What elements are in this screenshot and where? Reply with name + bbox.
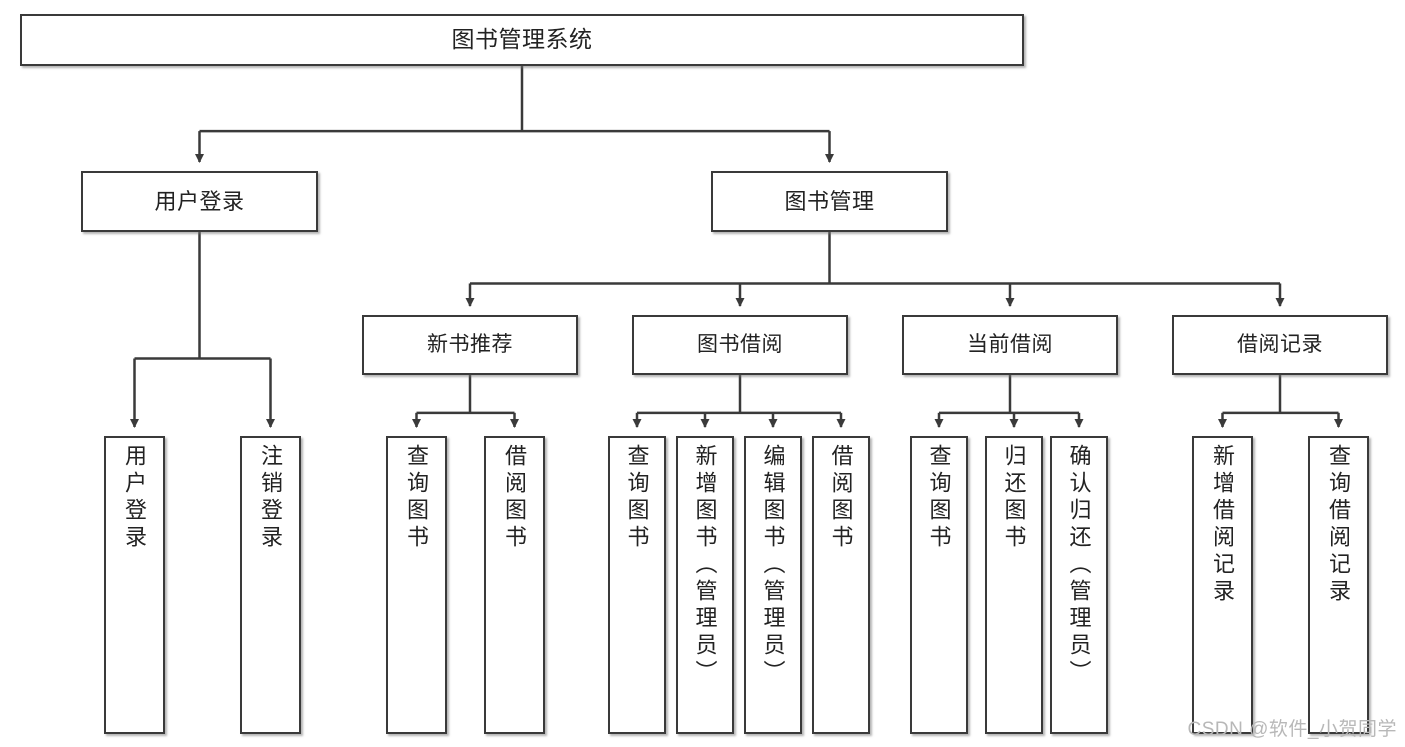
node-label: 用户登录 <box>122 444 148 552</box>
node-label: 查询图书 <box>404 444 430 552</box>
node-leaf-edit-book[interactable]: 编辑图书（管理员） <box>744 436 802 734</box>
node-label: 归还图书 <box>1001 444 1027 552</box>
node-label: 编辑图书（管理员） <box>760 444 786 687</box>
node-label: 当前借阅 <box>967 332 1053 356</box>
node-label: 图书管理 <box>784 188 875 214</box>
node-book-borrow[interactable]: 图书借阅 <box>632 315 848 375</box>
node-label: 注销登录 <box>258 444 284 552</box>
node-label: 用户登录 <box>154 188 245 214</box>
node-book-manage[interactable]: 图书管理 <box>711 171 948 232</box>
node-label: 借阅图书 <box>502 444 528 552</box>
node-label: 查询借阅记录 <box>1326 444 1352 606</box>
node-label: 新增借阅记录 <box>1210 444 1236 606</box>
node-label: 确认归还（管理员） <box>1066 444 1092 687</box>
node-label: 借阅图书 <box>828 444 854 552</box>
node-leaf-add-book[interactable]: 新增图书（管理员） <box>676 436 734 734</box>
node-leaf-add-record[interactable]: 新增借阅记录 <box>1192 436 1253 734</box>
node-current-borrow[interactable]: 当前借阅 <box>902 315 1118 375</box>
node-user-login[interactable]: 用户登录 <box>81 171 318 232</box>
node-leaf-query-book-2[interactable]: 查询图书 <box>608 436 666 734</box>
node-leaf-return-book[interactable]: 归还图书 <box>985 436 1043 734</box>
node-leaf-logout[interactable]: 注销登录 <box>240 436 301 734</box>
node-leaf-borrow-book-1[interactable]: 借阅图书 <box>484 436 545 734</box>
node-label: 新书推荐 <box>427 332 513 356</box>
node-leaf-query-book-3[interactable]: 查询图书 <box>910 436 968 734</box>
node-label: 图书借阅 <box>697 332 783 356</box>
node-leaf-borrow-book-2[interactable]: 借阅图书 <box>812 436 870 734</box>
node-root[interactable]: 图书管理系统 <box>20 14 1024 66</box>
node-leaf-user-login[interactable]: 用户登录 <box>104 436 165 734</box>
node-borrow-record[interactable]: 借阅记录 <box>1172 315 1388 375</box>
watermark-text: CSDN @软件_小贺同学 <box>1187 719 1397 740</box>
node-leaf-query-record[interactable]: 查询借阅记录 <box>1308 436 1369 734</box>
node-label: 查询图书 <box>926 444 952 552</box>
node-label: 图书管理系统 <box>451 26 593 53</box>
node-label: 查询图书 <box>624 444 650 552</box>
node-new-book-recommend[interactable]: 新书推荐 <box>362 315 578 375</box>
node-leaf-confirm-return[interactable]: 确认归还（管理员） <box>1050 436 1108 734</box>
node-leaf-query-book-1[interactable]: 查询图书 <box>386 436 447 734</box>
node-label: 新增图书（管理员） <box>692 444 718 687</box>
node-label: 借阅记录 <box>1237 332 1323 356</box>
